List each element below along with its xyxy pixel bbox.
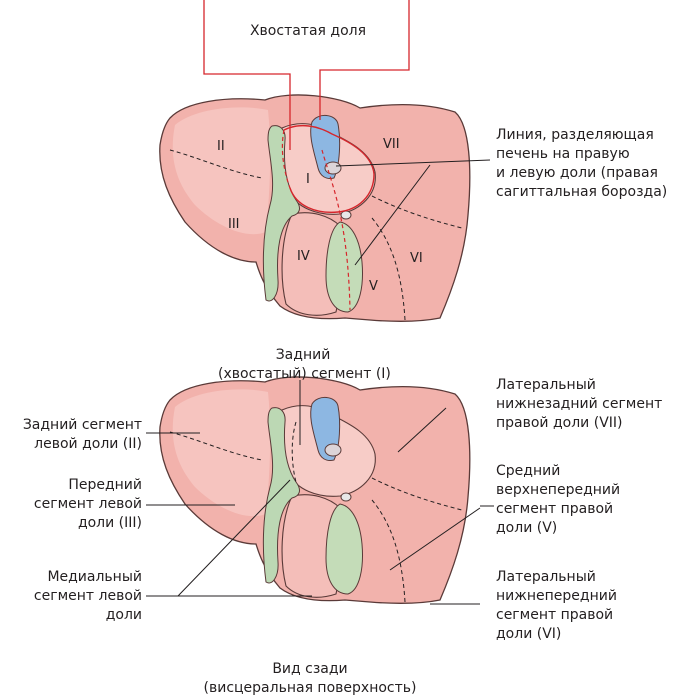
- segment-I-label: I: [306, 172, 310, 187]
- right-lobe-lateral-anterior-segment-label: Латеральный нижнепередний сегмент правой…: [496, 568, 617, 644]
- left-lobe-anterior-segment-label: Передний сегмент левой доли (III): [0, 476, 142, 533]
- posterior-caudate-segment-label: Задний (хвостатый) сегмент (I): [218, 346, 388, 384]
- segment-III-label: III: [228, 217, 240, 232]
- liver-bottom-illustration: [160, 377, 470, 603]
- left-lobe-medial-segment-label: Медиальный сегмент левой доли: [0, 568, 142, 625]
- liver-top-illustration: II III I IV V VI VII: [160, 0, 490, 321]
- left-lobe-posterior-segment-label: Задний сегмент левой доли (II): [0, 416, 142, 454]
- segment-V-label: V: [369, 279, 378, 294]
- dividing-line-label: Линия, разделяющая печень на правую и ле…: [496, 126, 667, 202]
- caudate-lobe-label: Хвостатая доля: [228, 22, 388, 41]
- view-caption: Вид сзади (висцеральная поверхность): [190, 660, 430, 698]
- segment-II-label: II: [217, 139, 225, 154]
- segment-IV-label: IV: [297, 249, 310, 264]
- right-lobe-lateral-posterior-segment-label: Латеральный нижнезадний сегмент правой д…: [496, 376, 662, 433]
- segment-VI-label: VI: [410, 251, 423, 266]
- right-lobe-middle-segment-label: Средний верхнепередний сегмент правой до…: [496, 462, 620, 538]
- segment-VII-label: VII: [383, 137, 400, 152]
